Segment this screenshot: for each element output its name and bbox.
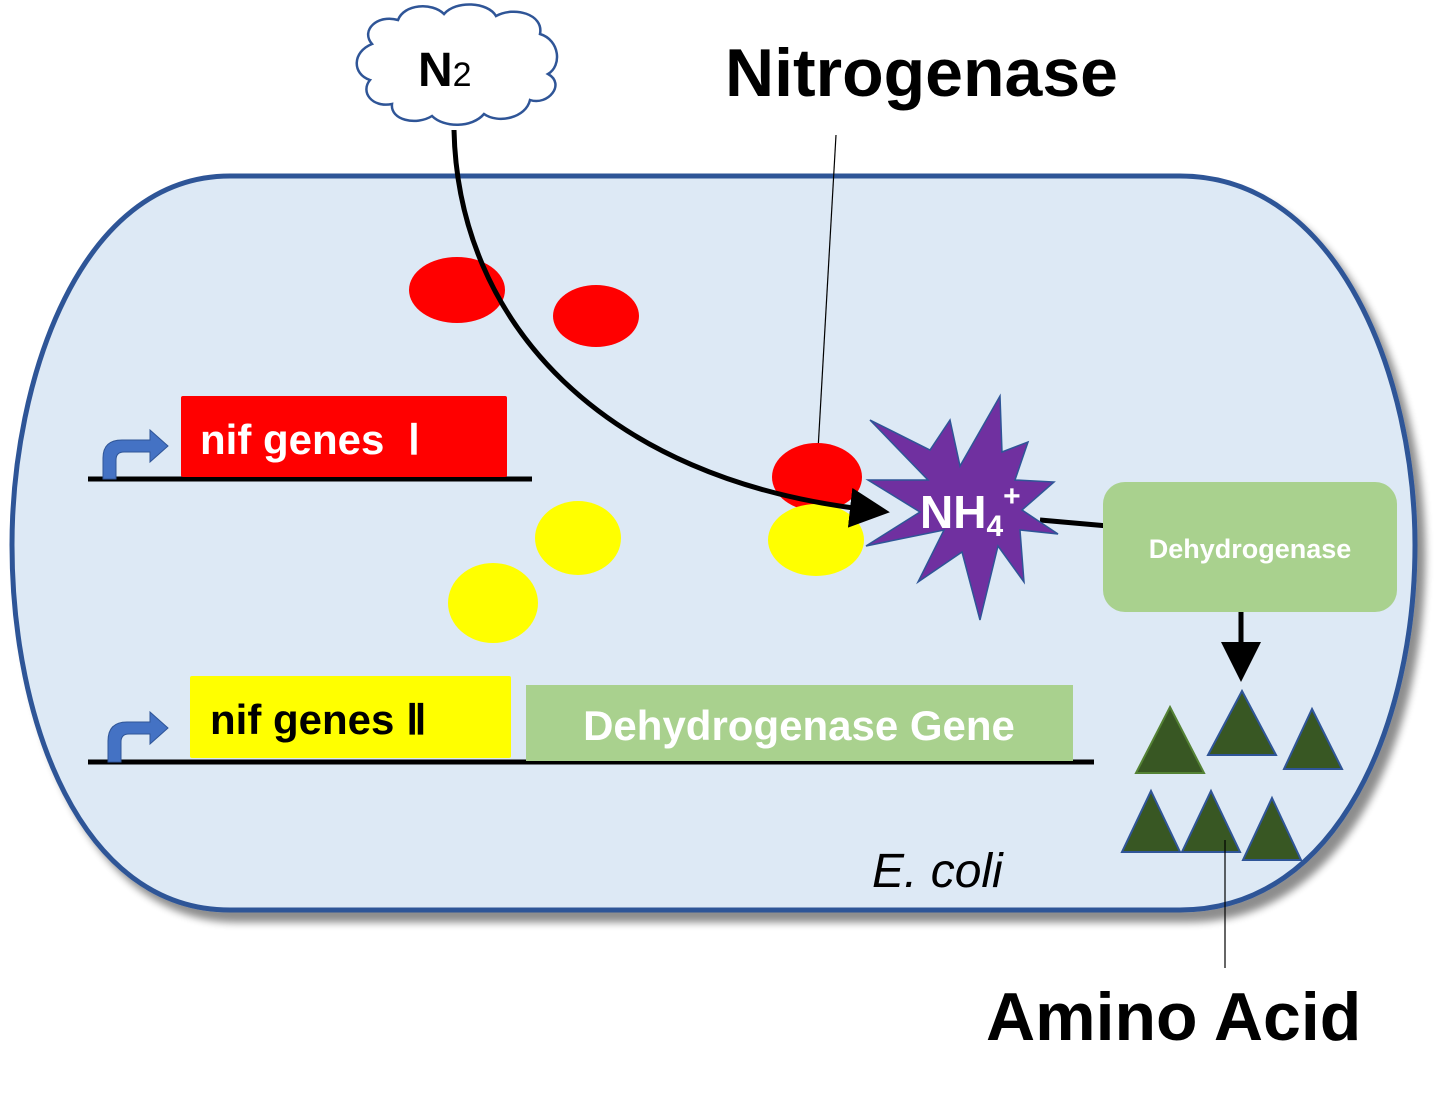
nif-II-protein-1 [535,501,621,575]
promoter-arrow-2-icon [107,710,169,763]
ecoli-label: E. coli [872,845,1004,898]
amino-acid-label: Amino Acid [986,979,1361,1055]
nif-II-protein-2 [448,563,538,643]
amino-acid-triangle-2 [1206,688,1278,756]
nif-I-protein-2 [553,285,639,347]
promoter-arrow-1-icon [102,428,169,480]
amino-acid-triangle-3 [1282,706,1344,770]
ammonium-label: NH4+ [920,480,1021,543]
amino-acid-triangle-4 [1120,788,1182,853]
nif-II-protein-3 [768,504,864,576]
ammonium-star [865,393,1059,621]
amino-acid-triangle-1 [1134,704,1206,774]
dehydrogenase-gene-label: Dehydrogenase Gene [583,702,1015,749]
amino-acid-triangle-5 [1180,788,1242,853]
nif-genes-II-label: nif genes Ⅱ [210,696,427,743]
amino-acid-triangle-6 [1241,795,1303,861]
nif-genes-I-label: nif genes Ⅰ [200,416,420,463]
cloud-icon [355,3,559,126]
nif-I-protein-1 [409,257,505,323]
nitrogenase-title: Nitrogenase [725,35,1118,111]
nif-I-protein-3 [772,443,862,511]
dehydrogenase-gene-box [526,685,1073,761]
dehydrogenase-enzyme-label: Dehydrogenase [1149,534,1352,564]
nitrogenase-pointer-line [817,134,837,451]
dehydrogenase-enzyme-box [1103,482,1397,612]
n2-pathway-arrow [451,129,890,528]
n2-label: N2 [418,44,472,97]
nif-genes-I-box [181,396,507,477]
nif-genes-II-box [190,676,511,758]
ammonium-to-enzyme-line [1039,517,1109,529]
